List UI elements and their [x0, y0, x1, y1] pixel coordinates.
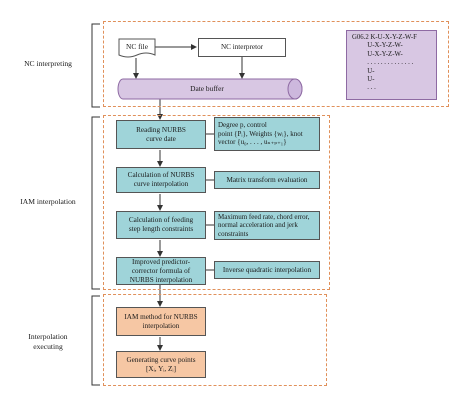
label-interpolation-executing: Interpolation executing [28, 332, 68, 351]
bracket-iam-interpolation [91, 116, 100, 290]
gcode-line: G06.2 K-U-X-Y-Z-W-F [352, 34, 417, 41]
date-buffer-node: Date buffer [117, 78, 305, 100]
cylinder-shape [117, 78, 303, 100]
reading-nurbs-node: Reading NURBS curve date [116, 120, 206, 149]
gcode-line: U-X-Y-Z-W- [352, 42, 403, 50]
inverse-quadratic-node: Inverse quadratic interpolation [214, 261, 320, 279]
container-nc-interpreting [103, 21, 449, 107]
label-iam-interpolation: IAM interpolation [20, 197, 76, 206]
date-buffer-label: Date buffer [190, 84, 224, 93]
gcode-line: . . . [352, 84, 376, 92]
nc-file-node: NC file [118, 38, 156, 60]
degree-params-node: Degree p, control point {Pᵢ}, Weights {w… [214, 117, 320, 151]
bracket-interpolation-executing [91, 295, 100, 386]
nc-file-label: NC file [126, 42, 148, 51]
gcode-line: . . . . . . . . . . . . . . [352, 59, 414, 67]
gcode-line: U- [352, 76, 375, 84]
gcode-listing: G06.2 K-U-X-Y-Z-W-F U-X-Y-Z-W- U-X-Y-Z-W… [346, 30, 437, 100]
gcode-line: U-X-Y-Z-W- [352, 50, 403, 58]
container-iam-interpolation [103, 115, 330, 290]
iam-method-node: IAM method for NURBS interpolation [116, 307, 206, 336]
label-nc-interpreting: NC interpreting [24, 59, 72, 68]
calc-nurbs-node: Calculation of NURBS curve interpolation [116, 167, 206, 193]
matrix-transform-node: Matrix transform evaluation [214, 171, 320, 189]
generating-points-node: Generating curve points [Xᵢ, Yᵢ, Zᵢ] [116, 351, 206, 378]
container-interpolation-executing [103, 294, 327, 386]
nc-interpretor-node: NC interpretor [198, 38, 286, 57]
gcode-line: U- [352, 67, 375, 75]
improved-pc-node: Improved predictor- corrector formula of… [116, 257, 206, 285]
calc-feeding-node: Calculation of feeding step length const… [116, 211, 206, 239]
bracket-nc-interpreting [91, 23, 100, 108]
max-feed-node: Maximum feed rate, chord error, normal a… [214, 211, 320, 240]
document-icon [118, 38, 156, 58]
